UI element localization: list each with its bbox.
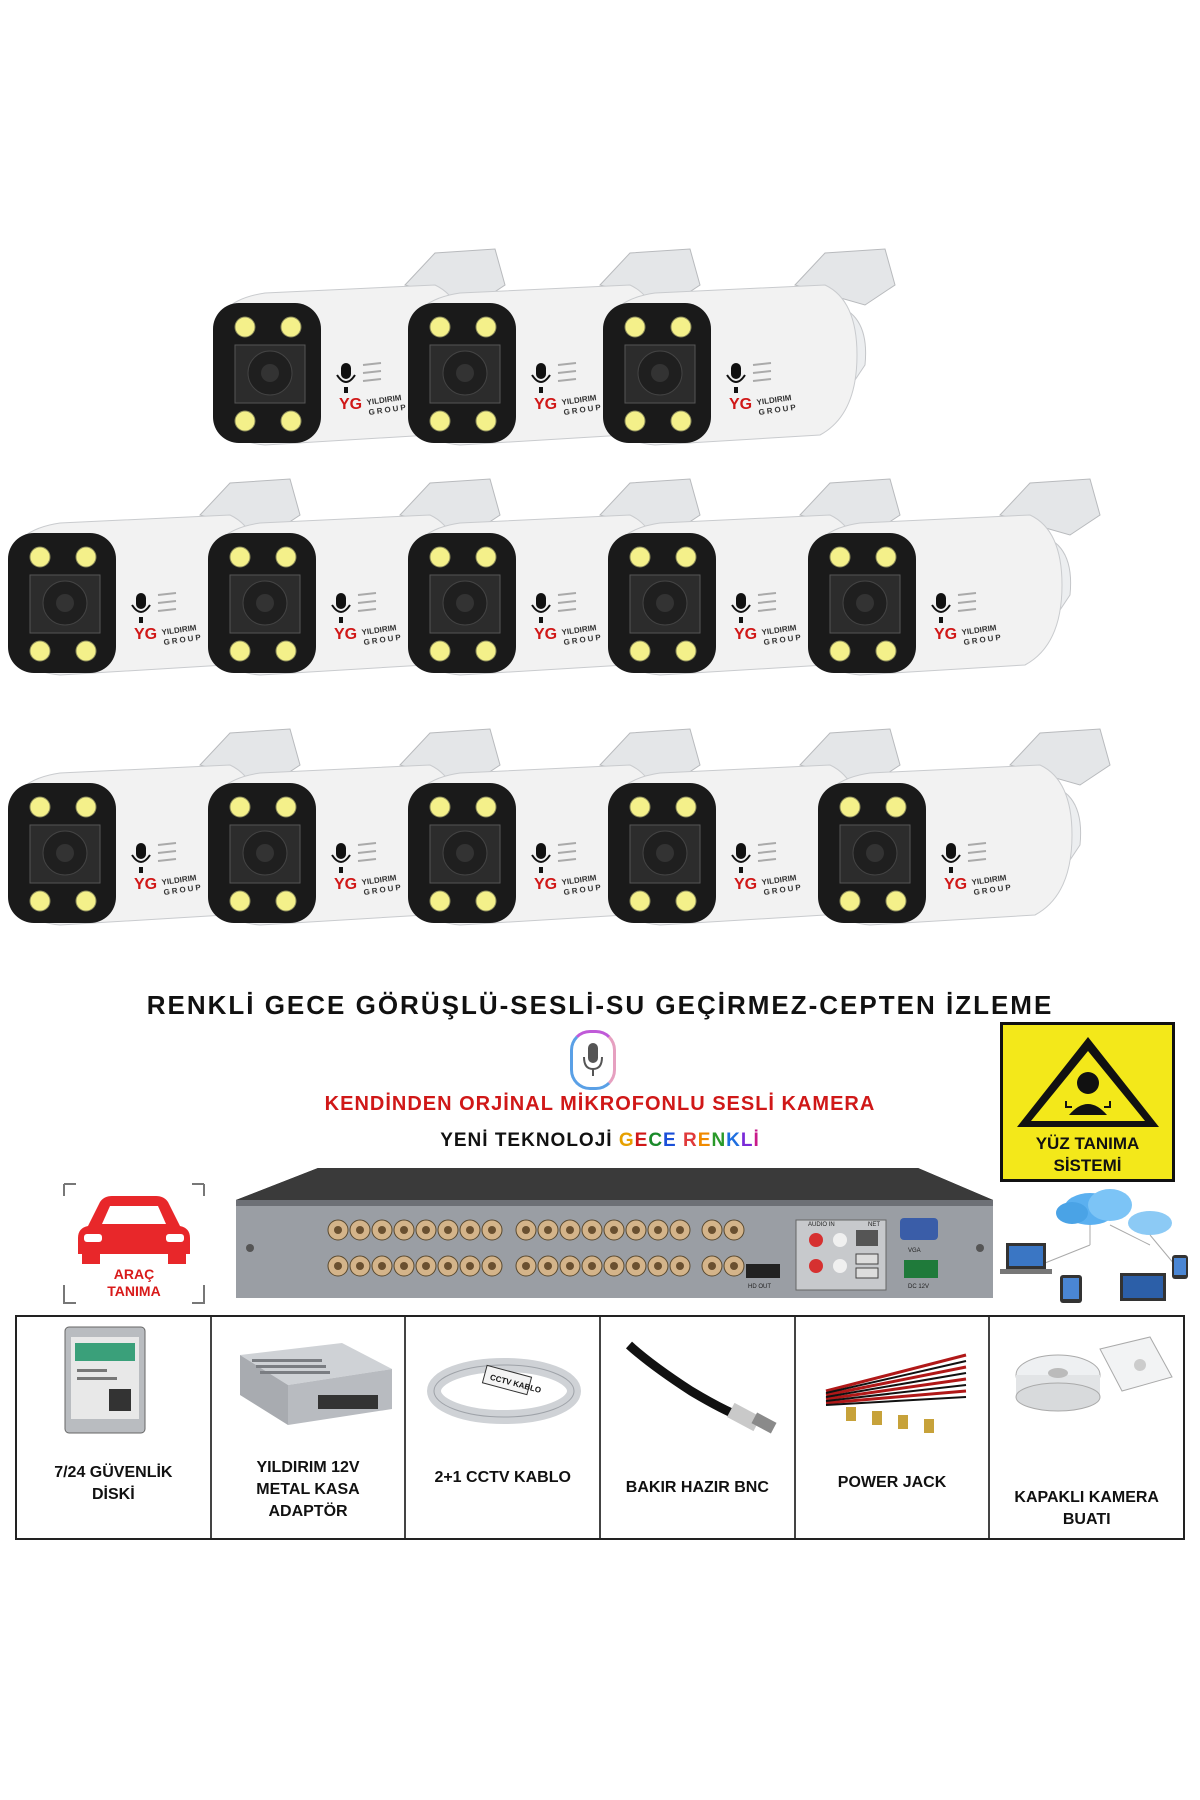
bnc-ports (327, 1219, 745, 1277)
svg-text:YG: YG (534, 396, 557, 413)
svg-text:YG: YG (334, 626, 357, 643)
network-port (856, 1230, 878, 1246)
tech-letter: E (634, 1130, 649, 1151)
dvr-recorder: NET VGA AUDIO IN HD OUT DC 12V (228, 1160, 998, 1310)
svg-text:YG: YG (934, 626, 957, 643)
accessory-label-line: BAKIR HAZIR BNC (625, 1479, 769, 1496)
power-port (904, 1260, 938, 1278)
bnc-connector-icon (625, 1341, 777, 1434)
accessory-hdd: 7/24 GÜVENLİK DİSKİ (17, 1317, 212, 1538)
face-sign-line: SİSTEMİ (1053, 1156, 1122, 1175)
accessory-bnc: BAKIR HAZIR BNC (601, 1317, 796, 1538)
accessory-label-line: 2+1 CCTV KABLO (434, 1469, 571, 1486)
laptop-icon (1000, 1243, 1052, 1274)
car-icon (63, 1183, 205, 1264)
accessory-label-line: POWER JACK (837, 1474, 947, 1491)
accessory-label-line: 7/24 GÜVENLİK (54, 1464, 173, 1481)
power-jack-icon (825, 1353, 967, 1433)
vga-port (900, 1218, 938, 1240)
accessory-psu: YILDIRIM 12V METAL KASA ADAPTÖR (212, 1317, 407, 1538)
monitor-icon (1120, 1273, 1166, 1301)
accessory-jack: POWER JACK (796, 1317, 991, 1538)
svg-text:YG: YG (134, 626, 157, 643)
accessory-label: 2+1 CCTV KABLO (410, 1467, 595, 1489)
car-label-line: TANIMA (107, 1283, 161, 1299)
main-headline: RENKLİ GECE GÖRÜŞLÜ-SESLİ-SU GEÇİRMEZ-CE… (146, 990, 1054, 1020)
tech-letter: C (648, 1130, 664, 1151)
accessory-label: BAKIR HAZIR BNC (605, 1477, 790, 1499)
frame-corner-icon (63, 1285, 205, 1304)
cloud-icon (1056, 1189, 1172, 1235)
svg-text:YG: YG (339, 396, 362, 413)
svg-text:YG: YG (534, 876, 557, 893)
net-label: NET (868, 1222, 880, 1228)
tech-headline: YENİ TEKNOLOJİ GECE RENKLİ (0, 1130, 1200, 1152)
svg-text:YG: YG (734, 876, 757, 893)
microphone-icon (570, 1030, 616, 1090)
junction-box-icon (1015, 1336, 1174, 1412)
tech-letter: K (726, 1130, 741, 1151)
accessory-label-line: METAL KASA (256, 1481, 360, 1498)
cloud-devices (1000, 1185, 1195, 1305)
face-recognition-sign: YÜZ TANIMA SİSTEMİ (1000, 1022, 1175, 1182)
tech-letter: G (618, 1130, 635, 1151)
accessory-label-line: YILDIRIM 12V (256, 1459, 360, 1476)
accessory-box: KAPAKLI KAMERA BUATI (990, 1317, 1183, 1538)
accessory-label-line: ADAPTÖR (268, 1503, 348, 1520)
tech-letter: E (697, 1130, 712, 1151)
tech-letter: N (711, 1130, 727, 1151)
svg-text:YG: YG (334, 876, 357, 893)
face-warning-icon (1017, 1037, 1159, 1127)
car-recognition-badge: ARAÇ TANIMA (58, 1180, 210, 1310)
svg-text:YG: YG (134, 876, 157, 893)
cable-roll-icon: CCTV KABLO (427, 1358, 582, 1424)
mic-headline: KENDİNDEN ORJİNAL MİKROFONLU SESLİ KAMER… (324, 1093, 876, 1115)
accessory-label-line: DİSKİ (92, 1486, 135, 1503)
accessory-label: KAPAKLI KAMERA BUATI (994, 1487, 1179, 1531)
hdmi-port (746, 1264, 780, 1278)
car-label-line: ARAÇ (113, 1266, 155, 1282)
tech-letter: R (683, 1130, 698, 1151)
hdmi-label: HD OUT (748, 1284, 771, 1290)
vga-label: VGA (908, 1248, 921, 1254)
svg-text:YG: YG (734, 626, 757, 643)
accessories-panel: 7/24 GÜVENLİK DİSKİ YILDIRIM 12V METAL K… (15, 1315, 1185, 1540)
tech-prefix: YENİ TEKNOLOJİ (440, 1130, 619, 1151)
power-label: DC 12V (908, 1284, 929, 1290)
face-sign-line: YÜZ TANIMA (1035, 1134, 1140, 1153)
tech-letter: İ (753, 1130, 760, 1151)
tablet-icon (1060, 1275, 1082, 1303)
accessory-label: POWER JACK (800, 1472, 985, 1494)
tech-letter: E (663, 1130, 677, 1151)
svg-text:YG: YG (534, 626, 557, 643)
svg-text:YG: YG (729, 396, 752, 413)
accessory-label: YILDIRIM 12V METAL KASA ADAPTÖR (216, 1457, 401, 1523)
phone-icon (1172, 1255, 1188, 1279)
accessory-label-line: BUATI (1062, 1511, 1111, 1528)
accessory-label: 7/24 GÜVENLİK DİSKİ (21, 1462, 206, 1506)
audio-label: AUDIO IN (808, 1222, 835, 1228)
svg-text:YG: YG (944, 876, 967, 893)
tech-letter: L (740, 1130, 754, 1151)
accessory-label-line: KAPAKLI KAMERA (1014, 1489, 1159, 1506)
hard-disk-icon (64, 1326, 146, 1434)
accessory-cable: CCTV KABLO 2+1 CCTV KABLO (406, 1317, 602, 1538)
power-supply-icon (239, 1343, 392, 1425)
